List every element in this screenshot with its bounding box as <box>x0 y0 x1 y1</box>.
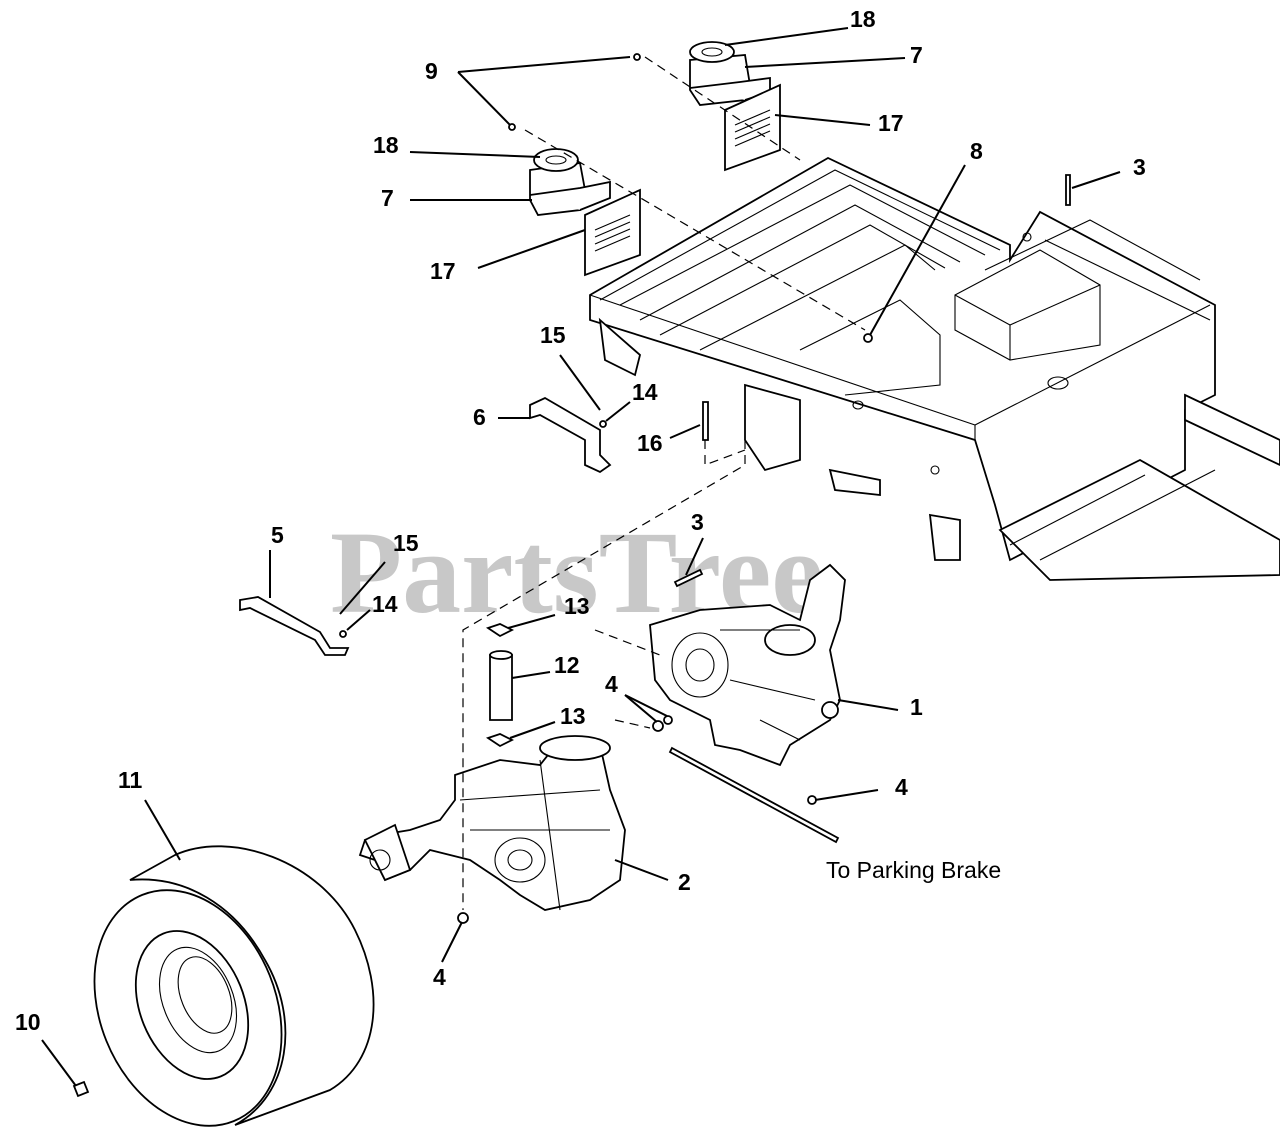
control-module-lower <box>529 148 611 216</box>
screw-9-a <box>633 53 641 61</box>
callout-7-lower: 7 <box>381 185 394 211</box>
callout-14-lower: 14 <box>372 591 398 617</box>
transaxle-2 <box>358 735 626 911</box>
bracket-5 <box>239 596 350 656</box>
callout-13-lower: 13 <box>560 703 586 729</box>
callout-6: 6 <box>473 404 486 430</box>
nut-4-a <box>652 720 664 732</box>
callout-14-upper: 14 <box>632 379 658 405</box>
callout-13-upper: 13 <box>564 593 590 619</box>
bolt-3-middle <box>673 568 704 588</box>
callout-8: 8 <box>970 138 983 164</box>
nut-14-upper <box>599 420 607 428</box>
nut-4-b <box>663 715 673 725</box>
callout-10: 10 <box>15 1009 41 1035</box>
bolt-10 <box>72 1080 90 1098</box>
bolt-16 <box>702 401 709 441</box>
callout-18-lower: 18 <box>373 132 399 158</box>
callout-17-lower: 17 <box>430 258 456 284</box>
callout-4-a: 4 <box>605 671 618 697</box>
bracket-6 <box>529 396 612 474</box>
callout-labels: 1 2 3 3 4 4 4 4 5 6 7 7 8 9 10 11 12 13 … <box>15 6 1146 1035</box>
callout-7-upper: 7 <box>910 42 923 68</box>
leader-lines <box>41 27 1121 1087</box>
callout-11: 11 <box>118 767 143 793</box>
nut-4-d <box>457 912 469 924</box>
callout-3-middle: 3 <box>691 509 704 535</box>
nut-14-lower <box>339 630 347 638</box>
decal-plate-lower <box>584 188 641 277</box>
callout-4-c: 4 <box>433 964 446 990</box>
callout-2: 2 <box>678 869 691 895</box>
callout-16: 16 <box>637 430 663 456</box>
callout-4-b: 4 <box>895 774 908 800</box>
nut-8 <box>863 333 873 343</box>
axle-tube-12 <box>489 654 513 721</box>
brake-rod <box>668 746 840 844</box>
nut-4-c <box>807 795 817 805</box>
chassis-frame <box>589 156 1280 581</box>
callout-18-upper: 18 <box>850 6 876 32</box>
tire-11 <box>93 845 375 1127</box>
callout-1: 1 <box>910 694 923 720</box>
callout-9: 9 <box>425 58 438 84</box>
parking-brake-note: To Parking Brake <box>826 857 1001 883</box>
transaxle-1 <box>649 563 846 767</box>
callout-15-upper: 15 <box>540 322 566 348</box>
callout-12: 12 <box>554 652 580 678</box>
callout-17-upper: 17 <box>878 110 904 136</box>
decal-plate-upper <box>724 83 781 172</box>
callout-15-lower: 15 <box>393 530 419 556</box>
bolt-3-upper <box>1065 174 1071 206</box>
clip-13-upper <box>485 623 515 638</box>
screw-9-b <box>508 123 516 131</box>
callout-3-upper: 3 <box>1133 154 1146 180</box>
axle-tube-top <box>489 650 513 660</box>
clip-13-lower <box>485 733 515 748</box>
assembly-lines <box>462 56 866 910</box>
callout-5: 5 <box>271 522 284 548</box>
